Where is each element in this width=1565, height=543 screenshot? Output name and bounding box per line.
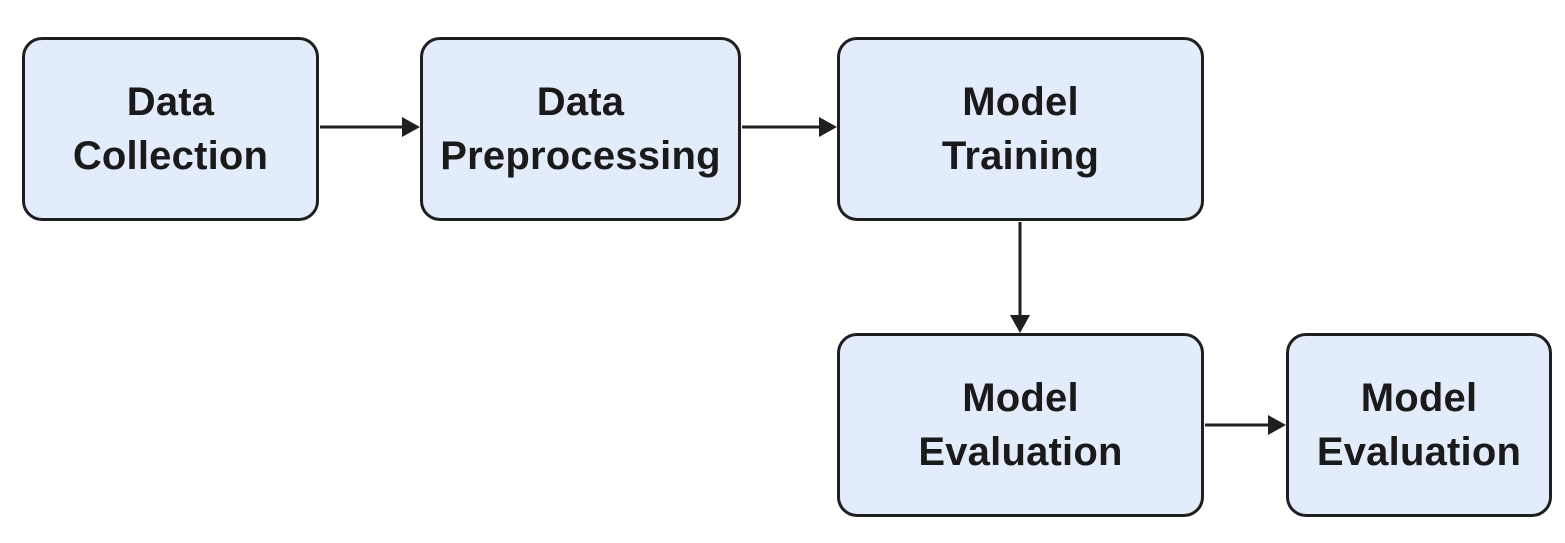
node-data-collection-line2: Collection (72, 134, 269, 178)
arrowhead-evaluation-to-evaluation (1268, 415, 1286, 435)
arrowhead-training-to-evaluation (1010, 315, 1030, 333)
node-model-evaluation: Model Evaluation (837, 333, 1204, 517)
node-data-collection: Data Collection (22, 37, 319, 221)
node-model-evaluation-line2: Evaluation (918, 430, 1123, 474)
node-model-training-line2: Training (941, 134, 1100, 178)
node-data-preprocessing: Data Preprocessing (420, 37, 741, 221)
node-model-evaluation-final: Model Evaluation (1286, 333, 1552, 517)
node-model-evaluation-final-line1: Model (1360, 376, 1478, 420)
node-model-training-line1: Model (962, 80, 1079, 124)
node-model-evaluation-final-line2: Evaluation (1316, 430, 1522, 474)
node-model-training: Model Training (837, 37, 1204, 221)
node-data-preprocessing-line2: Preprocessing (440, 134, 721, 178)
node-data-preprocessing-line1: Data (536, 80, 625, 124)
arrowhead-preprocessing-to-training (819, 117, 837, 137)
arrowhead-collection-to-preprocessing (402, 117, 420, 137)
node-model-evaluation-line1: Model (962, 376, 1079, 420)
node-data-collection-line1: Data (126, 80, 215, 124)
